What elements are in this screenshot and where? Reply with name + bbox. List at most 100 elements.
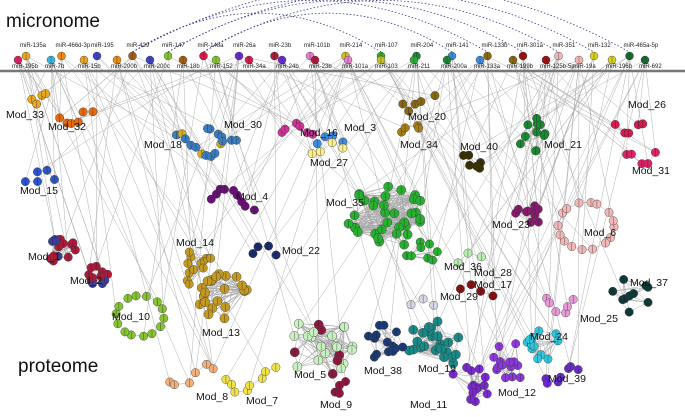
mirna-target-edge xyxy=(59,55,62,118)
mirna-target-edge xyxy=(96,55,221,190)
mirna-target-edge xyxy=(17,59,59,257)
protein-node xyxy=(271,250,281,260)
mirna-label: miR-23b xyxy=(309,64,332,70)
protein-node xyxy=(415,214,425,224)
dotted-arc-layer xyxy=(132,0,630,53)
module-label: Mod_28 xyxy=(474,267,512,279)
mirna-target-edge xyxy=(347,59,421,201)
mirna-target-edge xyxy=(143,59,184,337)
module-label: Mod_18 xyxy=(144,139,182,151)
mirna-node xyxy=(112,55,122,65)
module-label: Mod_25 xyxy=(580,313,618,325)
mirna-node xyxy=(541,55,551,65)
protein-node xyxy=(313,319,324,330)
intra-module-edge xyxy=(297,335,333,367)
mirna-target-edge xyxy=(249,59,349,386)
mirna-target-edge xyxy=(345,55,512,367)
mirna-coregulation-arc xyxy=(203,12,453,53)
mirna-target-edge xyxy=(368,59,448,337)
mirna-label: miR-103 xyxy=(375,64,398,70)
mirna-label: miR-301a xyxy=(517,43,544,49)
mirna-target-edge xyxy=(522,55,568,307)
protein-node xyxy=(529,341,539,351)
protein-node xyxy=(202,359,211,369)
mirna-label: miR-214 xyxy=(340,43,363,49)
intra-module-edge xyxy=(612,285,646,292)
mirna-target-edge xyxy=(413,59,510,363)
intra-module-edge xyxy=(538,330,549,360)
mirna-target-edge xyxy=(83,59,266,372)
mirna-target-edge xyxy=(479,59,580,169)
protein-node xyxy=(189,265,199,274)
protein-node xyxy=(535,120,545,130)
mirna-target-edge xyxy=(547,59,580,384)
protein-node xyxy=(388,347,398,356)
protein-node xyxy=(408,325,418,335)
mirna-target-edge xyxy=(314,59,422,102)
mirna-target-edge xyxy=(414,59,448,105)
protein-node xyxy=(142,291,151,301)
protein-node xyxy=(406,208,417,219)
protein-node xyxy=(184,279,194,289)
protein-node xyxy=(592,199,602,209)
mirna-target-edge xyxy=(380,55,516,214)
module-label: Mod_31 xyxy=(632,165,670,177)
protein-node xyxy=(398,99,408,109)
mirna-target-edge xyxy=(467,59,613,254)
mirna-target-edge xyxy=(182,59,192,258)
mirna-target-edge xyxy=(83,59,171,383)
protein-node xyxy=(544,298,554,308)
mirna-target-edge xyxy=(225,59,349,276)
module-label: Mod_37 xyxy=(630,277,668,289)
mirna-node xyxy=(211,55,221,65)
mirna-target-edge xyxy=(515,59,613,214)
mirna-target-edge xyxy=(527,59,580,212)
protein-node xyxy=(553,221,563,230)
mirna-node xyxy=(589,51,599,61)
mirna-node xyxy=(442,55,452,65)
mirna-label: miR-141 xyxy=(446,43,469,49)
protein-node xyxy=(533,354,543,364)
mirna-target-edge xyxy=(446,59,473,387)
mirna-target-edge xyxy=(487,55,498,368)
mirna-target-edge xyxy=(644,59,656,153)
protein-node xyxy=(260,367,270,377)
mirna-target-edge xyxy=(324,55,346,137)
protein-node xyxy=(139,331,149,341)
protein-node xyxy=(354,190,364,201)
protein-node xyxy=(73,117,83,127)
protein-node xyxy=(568,295,578,304)
mirna-target-edge xyxy=(215,59,295,337)
intra-module-edge xyxy=(294,335,337,348)
mirna-target-edge xyxy=(50,59,214,369)
protein-node xyxy=(327,331,337,341)
intra-module-edge xyxy=(398,189,402,228)
protein-node xyxy=(476,158,485,167)
mirna-node xyxy=(199,51,208,61)
mirna-target-edge xyxy=(451,55,472,285)
protein-node xyxy=(462,363,472,372)
mirna-node xyxy=(21,51,31,61)
protein-node xyxy=(220,302,231,312)
protein-node xyxy=(439,352,449,362)
protein-node xyxy=(353,227,363,237)
mirna-target-edge xyxy=(149,59,314,333)
intra-module-edge xyxy=(453,373,486,378)
mirna-label: miR-34a xyxy=(243,64,266,70)
mirna-label: miR-147 xyxy=(162,43,185,49)
protein-node xyxy=(156,322,165,332)
mirna-node xyxy=(574,55,584,65)
protein-node xyxy=(377,224,387,235)
mirna-label: miR-195 xyxy=(91,43,114,49)
protein-node xyxy=(249,205,259,215)
protein-node xyxy=(515,373,525,382)
protein-node xyxy=(315,147,325,157)
protein-node xyxy=(464,150,474,160)
protein-node xyxy=(404,106,414,116)
mirna-coregulation-arc xyxy=(167,0,595,53)
protein-node xyxy=(534,326,544,336)
protein-node xyxy=(203,309,214,320)
mirna-target-edge xyxy=(281,59,438,252)
module-label: Mod_22 xyxy=(282,245,320,257)
mirna-target-edge xyxy=(545,59,632,155)
